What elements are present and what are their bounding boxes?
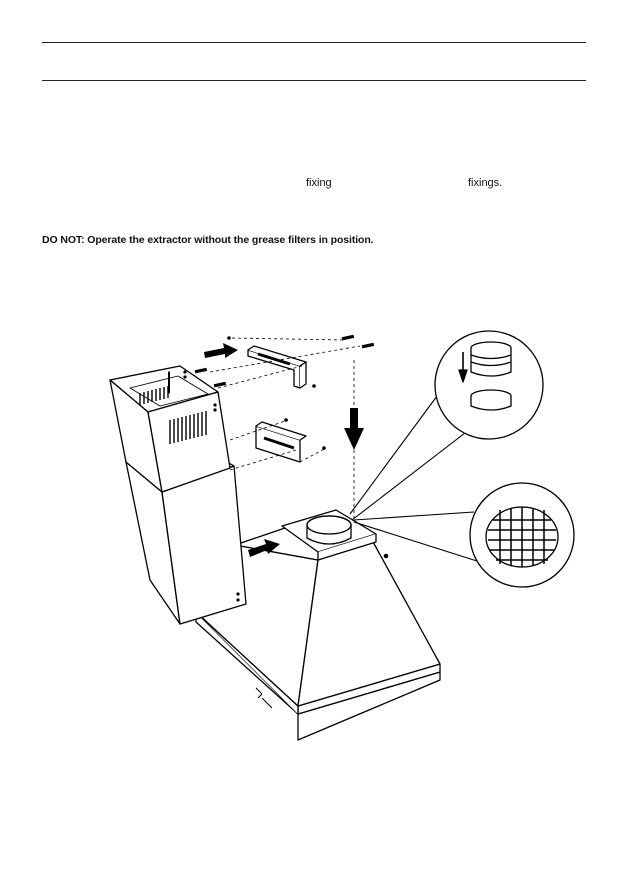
upper-bracket [247, 345, 307, 389]
detail-circle-duct [434, 330, 544, 440]
arrow-canopy [248, 539, 280, 557]
zoom-lines [349, 391, 481, 563]
text-fragment-fixing: fixing [306, 177, 332, 189]
arrow-down [344, 408, 364, 450]
chimney-screw-holes [183, 370, 240, 602]
section-rule [42, 80, 586, 81]
canopy-vents [255, 553, 389, 709]
warning-text: DO NOT: Operate the extractor without th… [42, 234, 374, 246]
arrow-upper [204, 343, 238, 358]
text-fragment-fixings: fixings. [468, 177, 503, 189]
screws [194, 334, 375, 450]
detail-circle-filter [469, 482, 575, 588]
chimney-vents [139, 386, 207, 444]
top-rule [42, 42, 586, 43]
lower-bracket [255, 421, 307, 463]
